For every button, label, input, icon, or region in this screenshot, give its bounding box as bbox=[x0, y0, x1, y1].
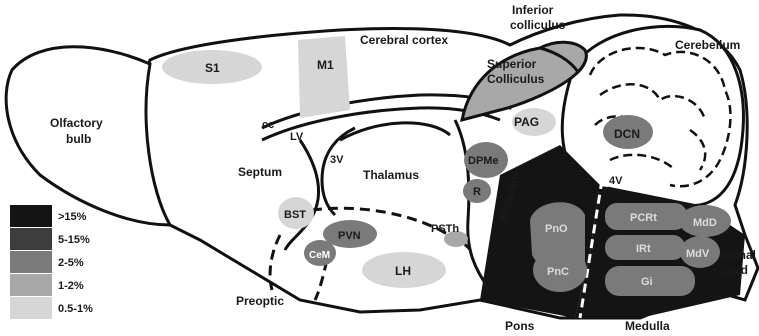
label-4v: 4V bbox=[609, 175, 623, 187]
legend-swatch-0.5-1 bbox=[10, 297, 52, 319]
label-s1: S1 bbox=[205, 61, 220, 75]
legend-label-0.5-1: 0.5-1% bbox=[58, 303, 93, 315]
label-cerebral-cortex: Cerebral cortex bbox=[360, 33, 448, 47]
label-dcn: DCN bbox=[614, 127, 640, 141]
label-spinal-cord-1: Spinal bbox=[720, 248, 756, 262]
label-medulla: Medulla bbox=[625, 319, 670, 333]
legend-swatch-1-2 bbox=[10, 274, 52, 296]
legend-swatch-2-5 bbox=[10, 251, 52, 273]
label-spinal-cord-2: cord bbox=[722, 263, 748, 277]
label-inferior-colliculus-1: Inferior bbox=[512, 3, 554, 17]
label-mdd: MdD bbox=[693, 217, 717, 229]
label-r: R bbox=[473, 186, 481, 198]
legend-label-5-15: 5-15% bbox=[58, 234, 90, 246]
label-septum: Septum bbox=[238, 165, 282, 179]
label-irt: IRt bbox=[636, 243, 651, 255]
label-cc: cc bbox=[262, 119, 274, 131]
label-preoptic: Preoptic bbox=[236, 294, 284, 308]
label-pons: Pons bbox=[505, 319, 535, 333]
label-bst: BST bbox=[284, 209, 306, 221]
label-inferior-colliculus-2: colliculus bbox=[510, 18, 566, 32]
legend-label-gt15: >15% bbox=[58, 211, 87, 223]
label-pnc: PnC bbox=[547, 266, 569, 278]
label-cem: CeM bbox=[309, 250, 330, 261]
label-olfactory-bulb-2: bulb bbox=[66, 132, 91, 146]
label-3v: 3V bbox=[330, 154, 344, 166]
label-gi: Gi bbox=[641, 276, 653, 288]
label-lv: LV bbox=[290, 131, 304, 143]
legend-swatch-5-15 bbox=[10, 228, 52, 250]
label-superior-colliculus-2: Colliculus bbox=[487, 72, 545, 86]
label-olfactory-bulb-1: Olfactory bbox=[50, 116, 103, 130]
label-pvn: PVN bbox=[338, 230, 361, 242]
label-m1: M1 bbox=[317, 58, 334, 72]
label-psth: PSTh bbox=[431, 223, 459, 235]
label-thalamus: Thalamus bbox=[363, 168, 419, 182]
legend-label-2-5: 2-5% bbox=[58, 257, 84, 269]
label-pcrt: PCRt bbox=[630, 212, 657, 224]
legend: >15% 5-15% 2-5% 1-2% 0.5-1% bbox=[10, 205, 93, 319]
label-dpme: DPMe bbox=[468, 155, 499, 167]
legend-label-1-2: 1-2% bbox=[58, 280, 84, 292]
label-lh: LH bbox=[395, 264, 411, 278]
label-pno: PnO bbox=[545, 223, 568, 235]
region-m1 bbox=[298, 36, 350, 118]
label-mdv: MdV bbox=[686, 248, 710, 260]
label-superior-colliculus-1: Superior bbox=[487, 57, 537, 71]
label-cerebellum: Cerebellum bbox=[675, 38, 740, 52]
legend-swatch-gt15 bbox=[10, 205, 52, 227]
label-pag: PAG bbox=[514, 115, 539, 129]
